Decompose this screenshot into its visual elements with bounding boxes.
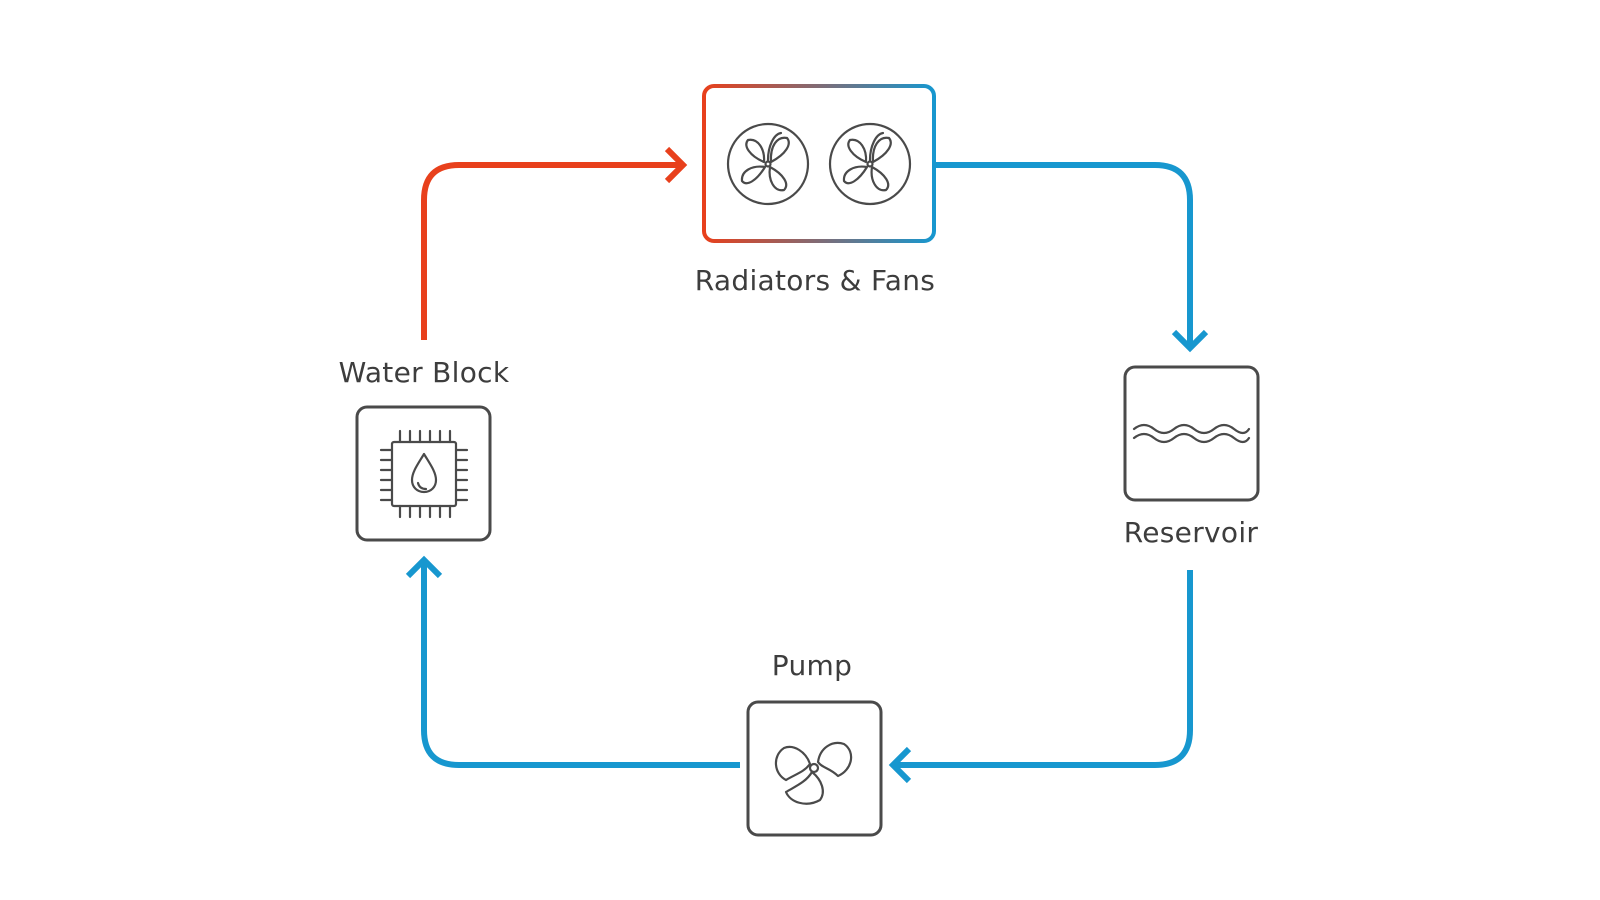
reservoir-box [1123,365,1260,502]
waterblock-inlet-arrowhead [405,555,443,579]
pump-inlet-arrowhead [888,746,912,784]
reservoir-inlet-arrowhead [1171,329,1209,353]
cpu-pins [379,429,469,519]
water-waves-icon [1132,423,1251,444]
pump-box [746,700,883,837]
pump-impeller-icon [774,741,853,805]
fan-icon [828,122,912,206]
water-block-box [355,405,492,542]
fan-icon [726,122,810,206]
hot-flow-line [421,162,680,340]
radiators-node: Radiators & Fans [695,84,936,297]
radiators-box [702,84,936,243]
water-block-label: Water Block [339,356,510,389]
droplet-icon [410,452,438,494]
cpu-droplet-icon [379,429,469,519]
radiators-label: Radiators & Fans [695,264,935,297]
pump-to-waterblock-line [421,560,740,768]
hot-flow-arrowhead [664,146,688,184]
water-block-node: Water Block [339,356,510,542]
reservoir-to-pump-line [893,570,1193,768]
pump-label: Pump [772,649,852,682]
reservoir-label: Reservoir [1124,516,1259,549]
reservoir-node: Reservoir [1123,365,1260,549]
pump-node: Pump [746,649,883,837]
radiator-to-reservoir-line [936,162,1193,348]
